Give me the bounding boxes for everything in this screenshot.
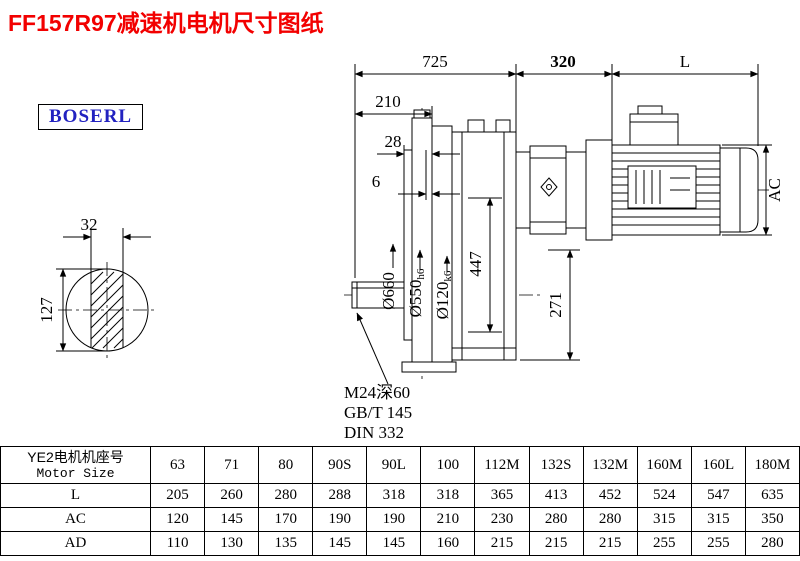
diameter-callouts: Ø660 Ø550h6 Ø120k6 — [379, 243, 454, 319]
dim-32: 32 — [81, 215, 98, 234]
value-cell: 547 — [690, 483, 746, 508]
size-header-cell: 132S — [528, 446, 584, 484]
table-row-L: L 205 260 280 288 318 318 365 413 452 52… — [0, 483, 800, 508]
motor-size-label-cn: YE2电机机座号 — [27, 449, 124, 465]
row-label-cell: L — [0, 483, 151, 508]
row-label-cell: AC — [0, 507, 151, 532]
input-section-outline — [515, 139, 613, 241]
size-header-cell: 160M — [636, 446, 692, 484]
value-cell: 280 — [528, 507, 584, 532]
motor-nameplate — [627, 165, 697, 209]
dim-271: 271 — [546, 292, 565, 318]
row-label-cell: AD — [0, 531, 151, 556]
size-header-cell: 90S — [312, 446, 368, 484]
value-cell: 524 — [636, 483, 692, 508]
hatch-lines — [90, 271, 124, 349]
technical-drawing: 32 127 — [37, 52, 784, 442]
size-header-cell: 180M — [744, 446, 800, 484]
note-tap-thread: M24深60 — [344, 383, 410, 402]
vertical-dimensions: 447 271 AC — [466, 144, 784, 361]
value-cell: 190 — [312, 507, 368, 532]
value-cell: 205 — [149, 483, 206, 508]
horizontal-dimensions: 725 320 L 210 28 6 — [354, 52, 759, 278]
value-cell: 315 — [636, 507, 692, 532]
note-gb-standard: GB/T 145 — [344, 403, 412, 422]
size-header-cell: 132M — [582, 446, 638, 484]
table-row-AD: AD 110 130 135 145 145 160 215 215 215 2… — [0, 531, 800, 556]
value-cell: 170 — [258, 507, 314, 532]
size-header-cell: 71 — [204, 446, 260, 484]
note-din-standard: DIN 332 — [344, 423, 404, 442]
dia-550-label: Ø550h6 — [406, 268, 427, 317]
dim-6: 6 — [372, 172, 381, 191]
value-cell: 145 — [204, 507, 260, 532]
value-cell: 288 — [312, 483, 368, 508]
value-cell: 215 — [474, 531, 530, 556]
value-cell: 135 — [258, 531, 314, 556]
value-cell: 145 — [366, 531, 422, 556]
dim-L: L — [680, 52, 690, 71]
brand-diamond-mark — [540, 177, 558, 197]
value-cell: 635 — [744, 483, 800, 508]
motor-outline — [611, 105, 759, 236]
value-cell: 413 — [528, 483, 584, 508]
dim-210: 210 — [375, 92, 401, 111]
value-cell: 215 — [582, 531, 638, 556]
motor-dimension-table: YE2电机机座号 Motor Size 63 71 80 90S 90L 100… — [0, 446, 800, 556]
value-cell: 190 — [366, 507, 422, 532]
fan-cover — [719, 147, 759, 233]
shaft-end-view: 32 127 — [37, 215, 156, 358]
page-title: FF157R97减速机电机尺寸图纸 — [8, 10, 324, 36]
motor-size-header-cell: YE2电机机座号 Motor Size — [0, 446, 151, 484]
dim-28: 28 — [385, 132, 402, 151]
value-cell: 318 — [420, 483, 476, 508]
value-cell: 110 — [149, 531, 206, 556]
shaft-notes: M24深60 GB/T 145 DIN 332 — [344, 312, 412, 442]
dia-660-label: Ø660 — [379, 272, 398, 310]
gearbox-outline — [351, 109, 517, 373]
value-cell: 230 — [474, 507, 530, 532]
dim-725: 725 — [422, 52, 448, 71]
value-cell: 145 — [312, 531, 368, 556]
value-cell: 130 — [204, 531, 260, 556]
value-cell: 452 — [582, 483, 638, 508]
table-row-AC: AC 120 145 170 190 190 210 230 280 280 3… — [0, 507, 800, 532]
motor-size-label-en: Motor Size — [36, 466, 115, 481]
value-cell: 350 — [744, 507, 800, 532]
dim-AC: AC — [765, 178, 784, 202]
size-header-cell: 160L — [690, 446, 746, 484]
value-cell: 120 — [149, 507, 206, 532]
value-cell: 315 — [690, 507, 746, 532]
value-cell: 255 — [690, 531, 746, 556]
table-header-row: YE2电机机座号 Motor Size 63 71 80 90S 90L 100… — [0, 446, 800, 484]
value-cell: 280 — [582, 507, 638, 532]
size-header-cell: 90L — [366, 446, 422, 484]
size-header-cell: 112M — [474, 446, 530, 484]
value-cell: 280 — [744, 531, 800, 556]
brand-logo: BOSERL — [38, 104, 144, 130]
dim-447: 447 — [466, 251, 485, 277]
value-cell: 280 — [258, 483, 314, 508]
terminal-box — [629, 105, 679, 146]
value-cell: 210 — [420, 507, 476, 532]
value-cell: 160 — [420, 531, 476, 556]
dim-127: 127 — [37, 297, 56, 323]
size-header-cell: 100 — [420, 446, 476, 484]
dia-120-label: Ø120k6 — [433, 270, 454, 319]
value-cell: 215 — [528, 531, 584, 556]
value-cell: 365 — [474, 483, 530, 508]
value-cell: 318 — [366, 483, 422, 508]
size-header-cell: 63 — [149, 446, 206, 484]
value-cell: 260 — [204, 483, 260, 508]
value-cell: 255 — [636, 531, 692, 556]
size-header-cell: 80 — [258, 446, 314, 484]
dim-320: 320 — [550, 52, 576, 71]
